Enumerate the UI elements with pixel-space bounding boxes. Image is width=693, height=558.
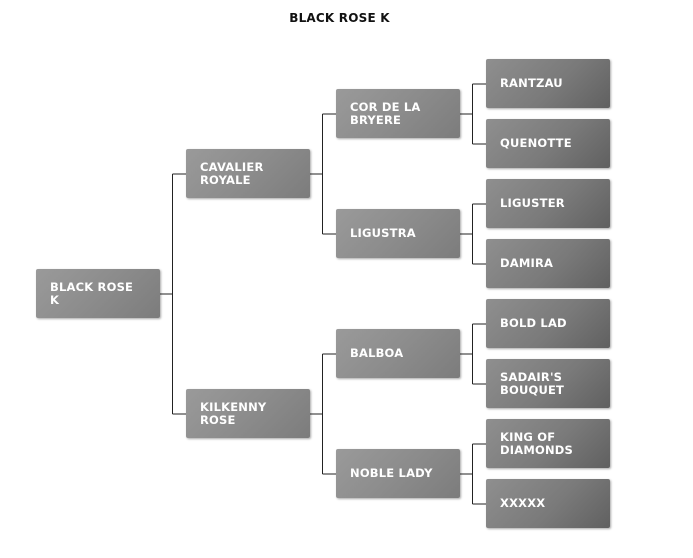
node-label: KING OF DIAMONDS bbox=[500, 429, 573, 457]
node-dam-sire[interactable]: BALBOA bbox=[336, 329, 460, 378]
node-label: LIGUSTER bbox=[500, 196, 565, 210]
node-label: RANTZAU bbox=[500, 76, 563, 90]
node-label: NOBLE LADY bbox=[350, 466, 433, 480]
node-label: COR DE LA BRYERE bbox=[350, 99, 421, 127]
node-sire-sire-sire[interactable]: RANTZAU bbox=[486, 59, 610, 108]
node-label: XXXXX bbox=[500, 496, 546, 510]
node-label: DAMIRA bbox=[500, 256, 554, 270]
node-label: CAVALIER ROYALE bbox=[200, 159, 264, 187]
node-label: KILKENNY ROSE bbox=[200, 399, 267, 427]
node-dam-sire-sire[interactable]: BOLD LAD bbox=[486, 299, 610, 348]
node-sire-sire-dam[interactable]: QUENOTTE bbox=[486, 119, 610, 168]
node-sire-dam[interactable]: LIGUSTRA bbox=[336, 209, 460, 258]
node-label: BLACK ROSE K bbox=[50, 279, 134, 307]
node-dam-dam[interactable]: NOBLE LADY bbox=[336, 449, 460, 498]
node-dam-dam-dam[interactable]: XXXXX bbox=[486, 479, 610, 528]
page-title: BLACK ROSE K bbox=[289, 11, 390, 25]
node-sire-dam-sire[interactable]: LIGUSTER bbox=[486, 179, 610, 228]
node-label: SADAIR'S BOUQUET bbox=[500, 369, 565, 397]
node-label: QUENOTTE bbox=[500, 136, 572, 150]
node-dam[interactable]: KILKENNY ROSE bbox=[186, 389, 310, 438]
node-label: BALBOA bbox=[350, 346, 404, 360]
node-dam-sire-dam[interactable]: SADAIR'S BOUQUET bbox=[486, 359, 610, 408]
node-sire[interactable]: CAVALIER ROYALE bbox=[186, 149, 310, 198]
node-subject[interactable]: BLACK ROSE K bbox=[36, 269, 160, 318]
node-label: BOLD LAD bbox=[500, 316, 567, 330]
node-label: LIGUSTRA bbox=[350, 226, 416, 240]
node-dam-dam-sire[interactable]: KING OF DIAMONDS bbox=[486, 419, 610, 468]
node-sire-sire[interactable]: COR DE LA BRYERE bbox=[336, 89, 460, 138]
node-sire-dam-dam[interactable]: DAMIRA bbox=[486, 239, 610, 288]
